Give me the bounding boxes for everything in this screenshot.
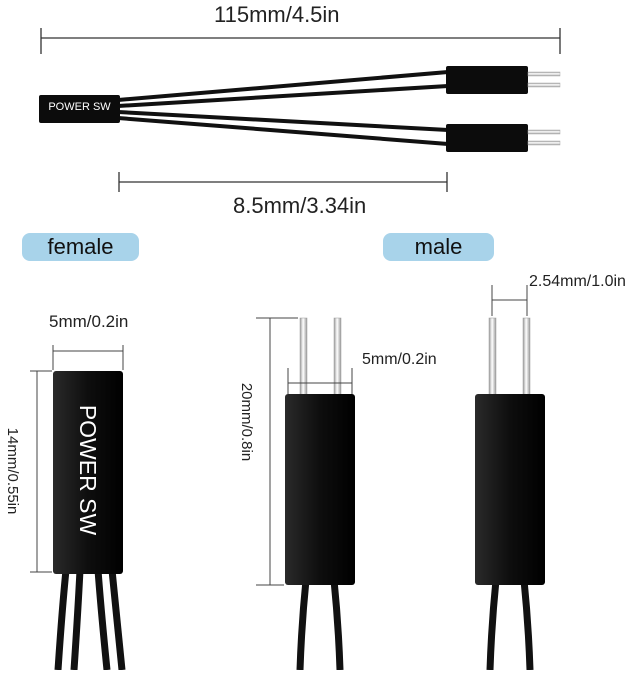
top-connector-label: POWER SW	[48, 101, 111, 113]
split-length-label: 8.5mm/3.34in	[233, 193, 367, 218]
male-connector-detail-2	[475, 285, 545, 671]
female-connector-label: POWER SW	[75, 404, 101, 536]
male-height-label: 20mm/0.8in	[238, 382, 255, 462]
upper-male-connector	[446, 66, 561, 94]
male-tag: male	[383, 233, 494, 261]
male-pitch-label: 2.54mm/1.0in	[529, 273, 626, 290]
female-height-label: 14mm/0.55in	[4, 427, 21, 515]
y-cable	[39, 66, 561, 152]
female-connector-detail	[30, 345, 126, 671]
power-sw-connector	[39, 95, 120, 123]
female-tag: female	[22, 233, 139, 261]
total-length-label: 115mm/4.5in	[214, 2, 340, 27]
split-length-dimension	[118, 172, 448, 192]
lower-male-connector	[446, 124, 561, 152]
male-connector-detail-1	[256, 317, 355, 671]
total-length-dimension	[40, 28, 561, 54]
male-pin-width-label: 5mm/0.2in	[362, 351, 437, 368]
female-width-label: 5mm/0.2in	[49, 312, 129, 331]
